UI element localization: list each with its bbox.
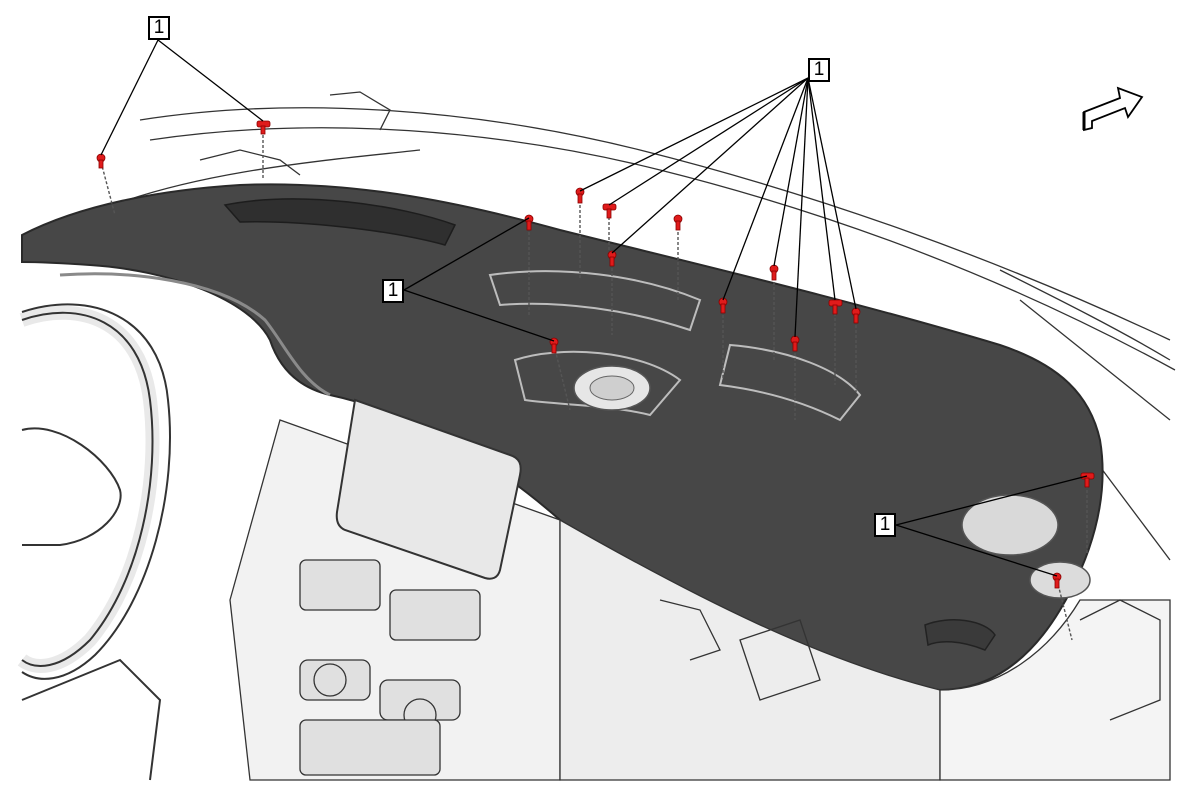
fastener-drop-lines bbox=[100, 130, 1088, 641]
infotainment-screen bbox=[335, 398, 522, 580]
fastener-icon bbox=[673, 214, 683, 231]
cluster-hood bbox=[59, 272, 331, 397]
leader-lines bbox=[100, 39, 1088, 577]
dash-openings bbox=[488, 270, 862, 422]
fastener-icon bbox=[602, 203, 617, 219]
fastener-icon bbox=[790, 335, 800, 352]
fastener-icon bbox=[524, 214, 534, 231]
dashboard-top-pad bbox=[21, 183, 1104, 692]
callout-label-mid-left: 1 bbox=[382, 279, 404, 303]
fastener-icon bbox=[96, 153, 106, 169]
fastener-icon bbox=[1080, 472, 1095, 488]
fastener-icon bbox=[718, 297, 728, 314]
callout-label-top-left: 1 bbox=[148, 16, 170, 40]
fastener-icon bbox=[769, 264, 779, 281]
callout-label-top-center: 1 bbox=[808, 58, 830, 82]
fastener-icon bbox=[828, 299, 843, 315]
fastener-icon bbox=[851, 307, 861, 324]
center-stack bbox=[299, 559, 481, 776]
right-bracket-lineart bbox=[659, 599, 1161, 721]
callout-label-right: 1 bbox=[874, 513, 896, 537]
fastener-icon bbox=[256, 120, 271, 135]
forward-direction-arrow-icon bbox=[1082, 86, 1144, 132]
steering-wheel bbox=[17, 303, 171, 781]
fasteners bbox=[96, 120, 1095, 589]
right-speaker bbox=[961, 494, 1059, 556]
right-air-vent bbox=[924, 619, 996, 651]
defrost-vent bbox=[223, 198, 457, 246]
fastener-icon bbox=[607, 250, 617, 267]
